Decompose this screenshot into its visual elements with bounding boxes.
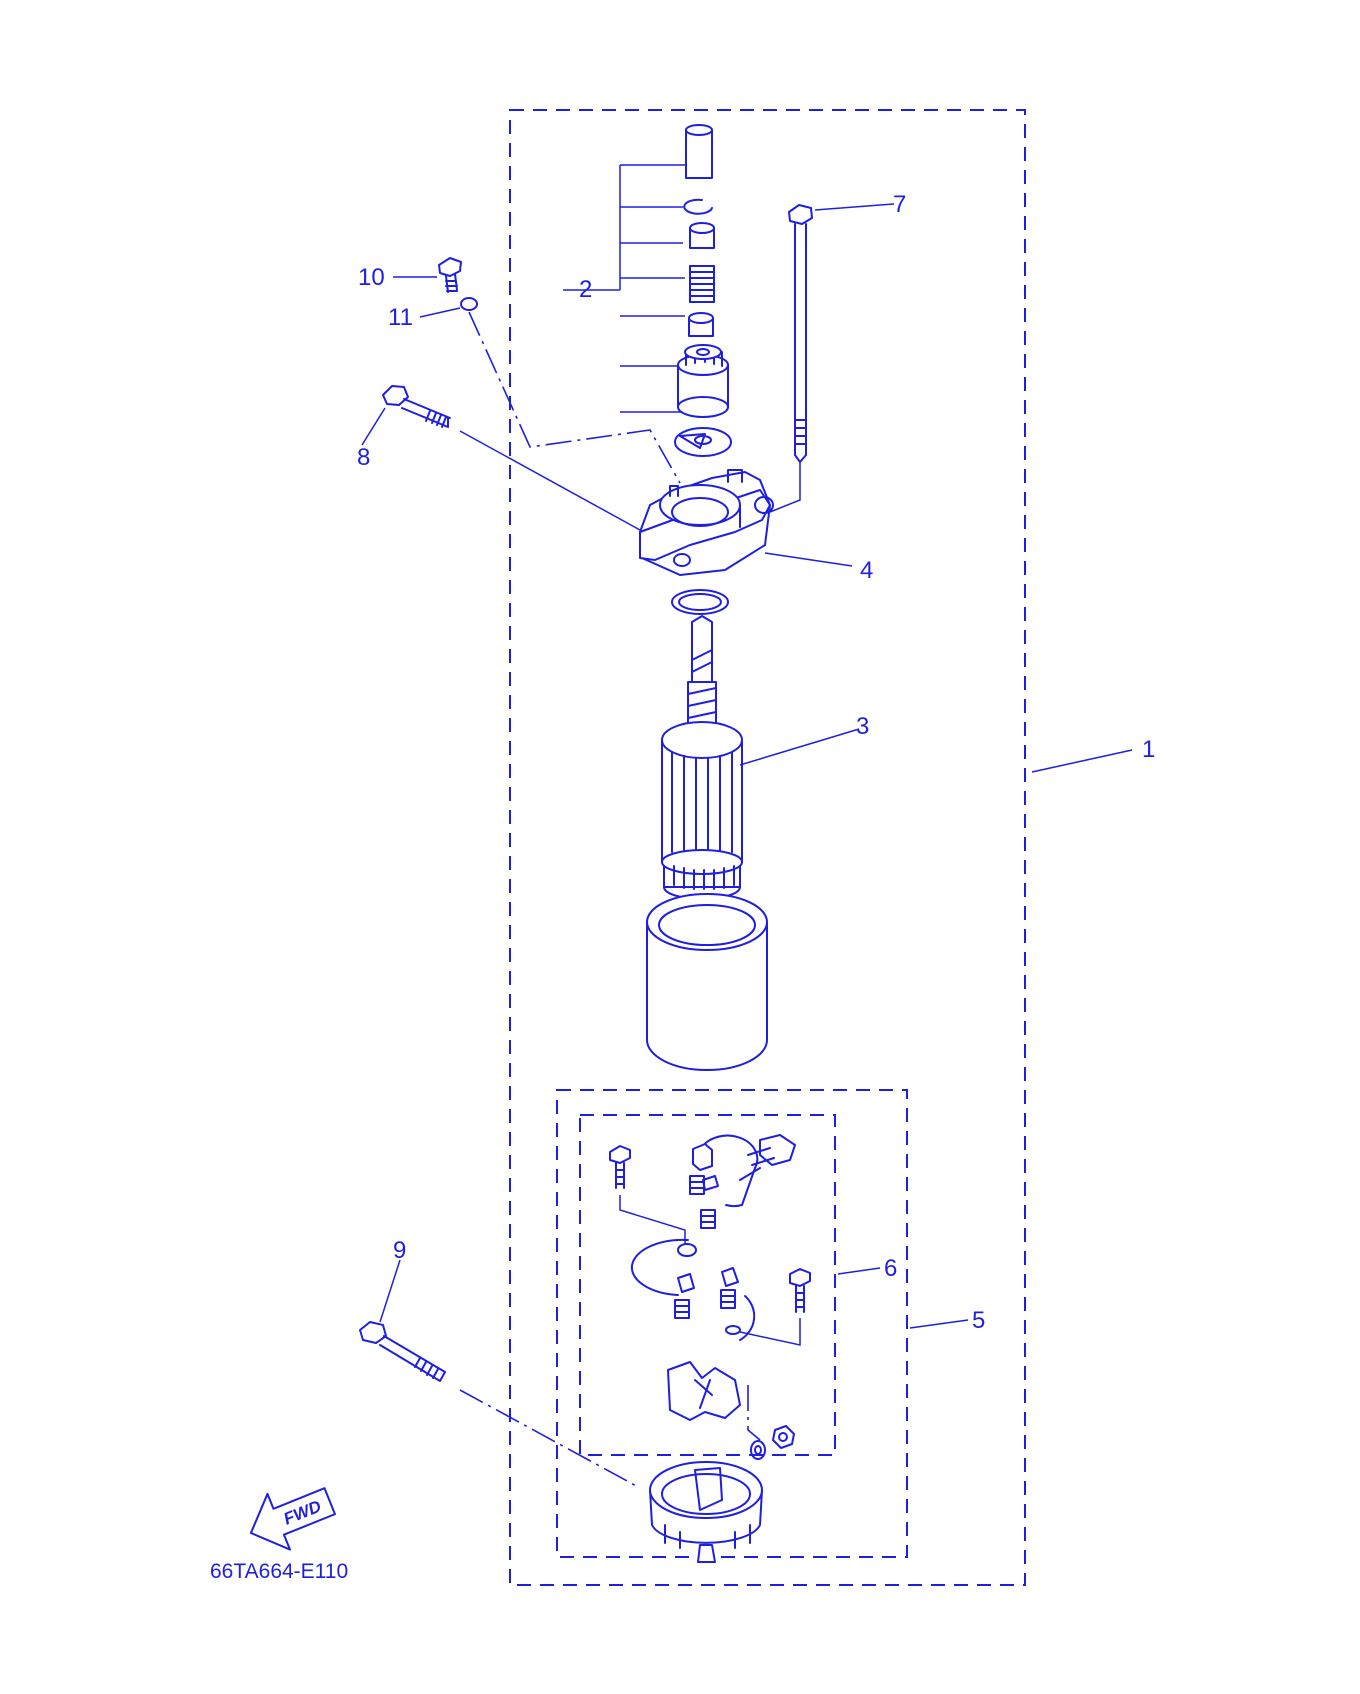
callout-6: 6: [884, 1255, 897, 1282]
clutch-plate: [674, 427, 732, 457]
spacer: [688, 312, 714, 337]
callout-7: 7: [893, 191, 906, 218]
screw-10: [438, 257, 462, 293]
pinion-spring: [689, 265, 715, 303]
screw-leader-line: [468, 311, 681, 484]
rear-cover: [649, 1461, 763, 1563]
callout-10: 10: [358, 264, 385, 291]
stopper-collar: [685, 124, 713, 179]
brush-holder-group: [609, 1134, 811, 1346]
o-ring: [671, 589, 729, 615]
callout-11: 11: [388, 304, 413, 331]
callout-5: 5: [972, 1307, 985, 1334]
washer-11: [460, 297, 478, 311]
circlip-ring: [683, 198, 713, 215]
figure-code: 66TA664-E110: [210, 1560, 348, 1583]
callout-8: 8: [357, 444, 370, 471]
yoke: [646, 893, 768, 1071]
through-bolt: [769, 204, 813, 513]
pinion-set-group: [619, 124, 732, 457]
callout-3: 3: [856, 713, 869, 740]
collar: [689, 222, 715, 249]
bolt-9: [359, 1321, 641, 1489]
fwd-direction-arrow: FWD: [249, 1487, 336, 1551]
callout-9: 9: [393, 1237, 406, 1264]
pinion-gear: [677, 344, 729, 418]
armature: [661, 615, 743, 900]
assembly-6-boundary: [579, 1114, 836, 1456]
assembly-1-boundary: [509, 109, 1026, 1586]
callout-1: 1: [1142, 736, 1155, 763]
brush-plate: [667, 1361, 761, 1441]
front-cover: [639, 469, 774, 576]
callout-2: 2: [579, 276, 592, 303]
nut-and-washer: [750, 1425, 795, 1460]
bolt-8: [382, 385, 641, 531]
assembly-5-boundary: [556, 1089, 908, 1558]
callout-4: 4: [860, 557, 873, 584]
